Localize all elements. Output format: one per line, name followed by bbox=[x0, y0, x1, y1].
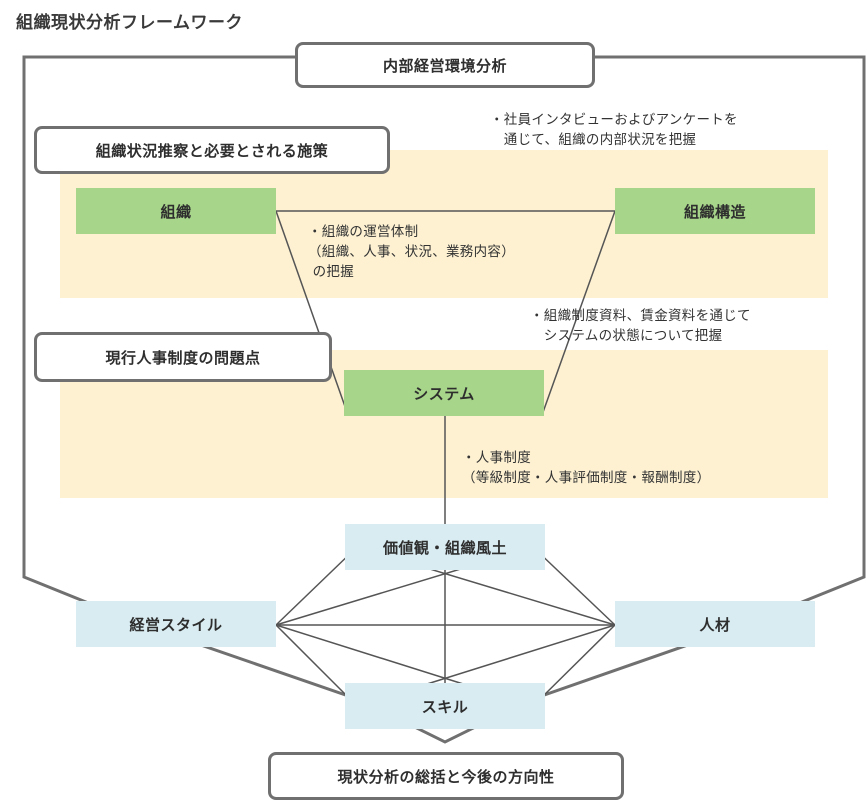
header-box: 内部経営環境分析 bbox=[295, 42, 595, 88]
callout-bottom: 現状分析の総括と今後の方向性 bbox=[268, 752, 624, 800]
callout-middle: 現行人事制度の問題点 bbox=[34, 332, 332, 382]
diamond-tr bbox=[532, 546, 616, 626]
note-documents: ・組織制度資料、賃金資料を通じて システムの状態について把握 bbox=[530, 308, 751, 344]
diamond-bl bbox=[275, 624, 358, 707]
diamond-br bbox=[532, 624, 616, 707]
box-org-structure: 組織構造 bbox=[615, 188, 815, 234]
note-survey: ・社員インタビューおよびアンケートを 通じて、組織の内部状況を把握 bbox=[490, 112, 738, 148]
box-system: システム bbox=[344, 370, 544, 416]
box-style: 経営スタイル bbox=[76, 601, 276, 647]
box-talent: 人材 bbox=[615, 601, 815, 647]
triangle-right-edge bbox=[541, 210, 616, 416]
box-org: 組織 bbox=[76, 188, 276, 234]
diamond-tl bbox=[275, 546, 358, 626]
note-hr: ・人事制度 （等級制度・人事評価制度・報酬制度） bbox=[462, 450, 711, 486]
box-values: 価値観・組織風土 bbox=[345, 524, 545, 570]
triangle-left-edge bbox=[275, 210, 349, 416]
box-skill: スキル bbox=[345, 683, 545, 729]
note-operation: ・組織の運営体制 （組織、人事、状況、業務内容） の把握 bbox=[308, 224, 515, 280]
outer-frame bbox=[22, 55, 866, 744]
callout-top: 組織状況推察と必要とされる施策 bbox=[34, 126, 390, 174]
page-title: 組織現状分析フレームワーク bbox=[16, 13, 243, 33]
